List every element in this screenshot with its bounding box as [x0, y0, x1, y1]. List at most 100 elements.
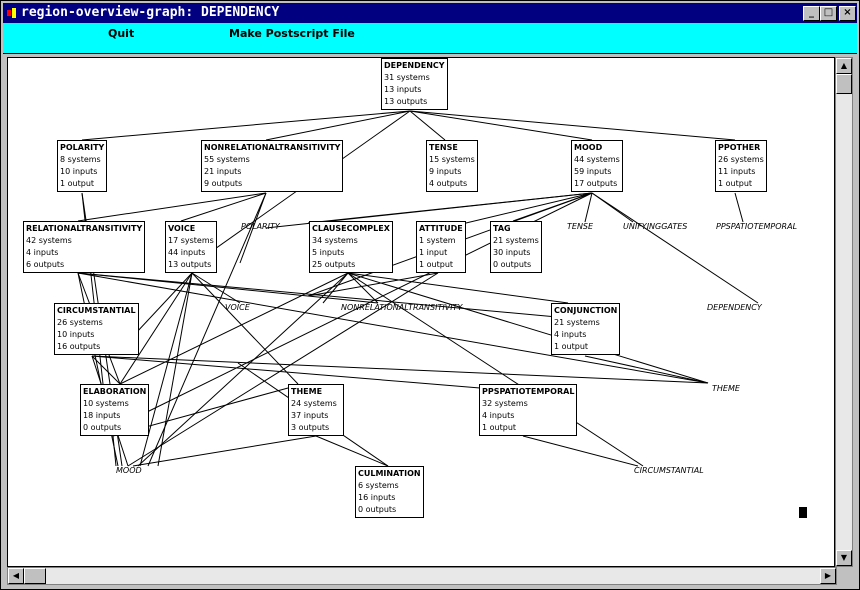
minimize-button[interactable]: _	[803, 6, 820, 21]
graph-node-circumstantial[interactable]: CIRCUMSTANTIAL 26 systems 10 inputs 16 outp…	[54, 303, 139, 355]
graph-edge	[77, 272, 569, 319]
node-title: RELATIONALTRANSITIVITY	[26, 224, 143, 233]
node-systems: 26 systems	[57, 318, 103, 327]
node-title: PPOTHER	[718, 143, 761, 152]
graph-label-unifying[interactable]: UNIFYINGGATES	[623, 222, 688, 231]
graph-label-circumstantial[interactable]: CIRCUMSTANTIAL	[634, 466, 704, 475]
horizontal-scrollbar[interactable]: ◀ ▶	[7, 567, 837, 585]
minimize-icon: _	[809, 7, 814, 18]
graph-edge	[91, 355, 121, 385]
node-inputs: 4 inputs	[554, 330, 587, 339]
node-outputs: 3 outputs	[291, 423, 330, 432]
node-inputs: 13 inputs	[384, 85, 422, 94]
node-title: MOOD	[574, 143, 603, 152]
node-inputs: 5 inputs	[312, 248, 345, 257]
node-inputs: 4 inputs	[482, 411, 515, 420]
vertical-scrollbar[interactable]: ▲ ▼	[835, 57, 853, 567]
node-title: CULMINATION	[358, 469, 421, 478]
graph-label-mood[interactable]: MOOD	[116, 466, 142, 475]
graph-edge	[584, 355, 709, 384]
graph-edge	[584, 192, 593, 223]
arrow-up-icon: ▲	[840, 61, 848, 70]
graph-edge	[409, 110, 446, 141]
node-title: CLAUSECOMPLEX	[312, 224, 390, 233]
node-outputs: 9 outputs	[204, 179, 243, 188]
graph-edge	[91, 355, 709, 384]
node-title: VOICE	[168, 224, 196, 233]
graph-label-polarity[interactable]: POLARITY	[241, 222, 280, 231]
graph-edge	[734, 192, 744, 223]
node-inputs: 1 input	[419, 248, 448, 257]
node-inputs: 10 inputs	[60, 167, 98, 176]
maximize-button[interactable]: □	[820, 6, 837, 21]
node-title: TENSE	[429, 143, 458, 152]
graph-edge	[77, 272, 709, 384]
node-inputs: 44 inputs	[168, 248, 206, 257]
graph-edge	[591, 192, 759, 304]
quit-button[interactable]: Quit	[108, 27, 135, 40]
graph-edge	[347, 272, 379, 304]
graph-edge	[307, 272, 439, 297]
horizontal-scroll-thumb[interactable]	[24, 568, 46, 584]
graph-edge	[119, 272, 349, 385]
graph-label-nonrel[interactable]: NONRELATIONALTRANSITIVITY	[341, 303, 463, 312]
node-systems: 17 systems	[168, 236, 214, 245]
node-title: ATTITUDE	[419, 224, 463, 233]
node-systems: 31 systems	[384, 73, 430, 82]
graph-label-ppspatio[interactable]: PPSPATIOTEMPORAL	[716, 222, 798, 231]
graph-edge	[119, 272, 193, 385]
graph-edge	[157, 272, 193, 467]
close-button[interactable]: ×	[839, 6, 856, 21]
graph-edge	[191, 272, 299, 385]
scroll-left-button[interactable]: ◀	[8, 568, 24, 584]
arrow-down-icon: ▼	[840, 553, 848, 562]
node-outputs: 16 outputs	[57, 342, 101, 351]
node-inputs: 18 inputs	[83, 411, 121, 420]
node-title: THEME	[291, 387, 323, 396]
node-outputs: 1 output	[554, 342, 589, 351]
node-systems: 21 systems	[493, 236, 539, 245]
graph-edge	[522, 435, 639, 467]
graph-edge	[77, 192, 267, 222]
graph-label-dependency[interactable]: DEPENDENCY	[707, 303, 762, 312]
node-title: DEPENDENCY	[384, 61, 445, 70]
close-icon: ×	[843, 7, 852, 18]
make-postscript-button[interactable]: Make Postscript File	[229, 27, 355, 40]
node-outputs: 1 output	[419, 260, 454, 269]
graph-label-tense[interactable]: TENSE	[567, 222, 594, 231]
node-outputs: 0 outputs	[358, 505, 397, 514]
graph-edge	[347, 272, 709, 384]
graph-label-theme[interactable]: THEME	[712, 384, 740, 393]
node-inputs: 10 inputs	[57, 330, 95, 339]
scroll-right-button[interactable]: ▶	[820, 568, 836, 584]
node-title: NONRELATIONALTRANSITIVITY	[204, 143, 341, 152]
vertical-scroll-thumb[interactable]	[836, 74, 852, 94]
node-systems: 44 systems	[574, 155, 620, 164]
node-title: CONJUNCTION	[554, 306, 618, 315]
node-outputs: 1 output	[718, 179, 753, 188]
graph-edge	[409, 110, 593, 141]
scroll-up-button[interactable]: ▲	[836, 58, 852, 74]
canvas-marker	[799, 507, 807, 518]
node-systems: 6 systems	[358, 481, 399, 490]
scroll-down-button[interactable]: ▼	[836, 550, 852, 566]
node-title: CIRCUMSTANTIAL	[57, 306, 136, 315]
graph-label-voice[interactable]: VOICE	[225, 303, 250, 312]
